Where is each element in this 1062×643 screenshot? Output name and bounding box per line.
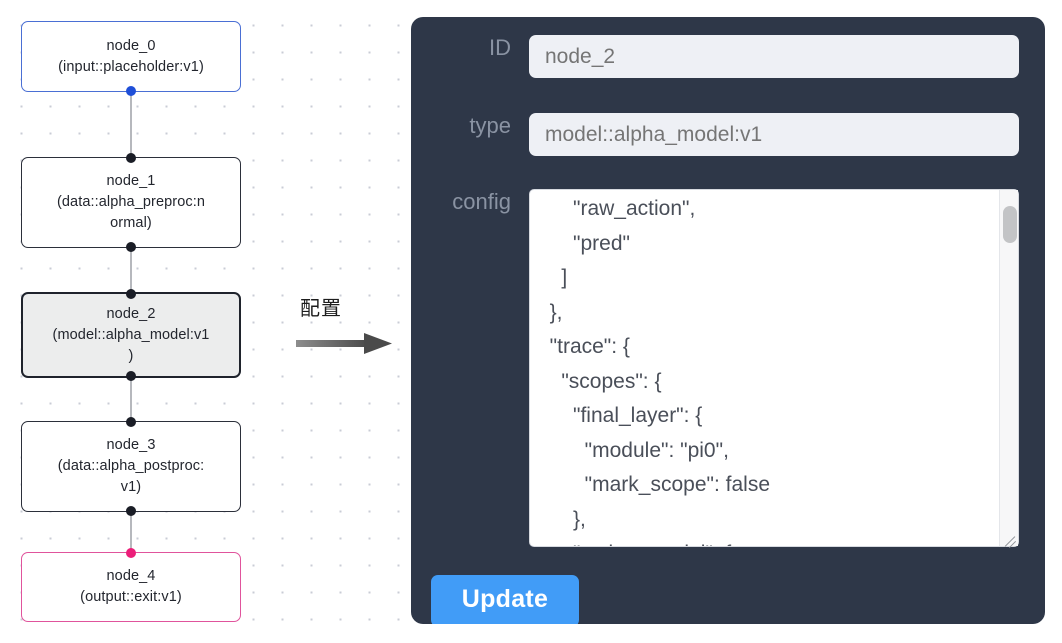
edge-node2-node3	[130, 378, 132, 420]
graph-node-node_1[interactable]: node_1 (data::alpha_preproc:n ormal)	[21, 153, 241, 252]
node-handle-top-icon[interactable]	[126, 417, 136, 427]
graph-node-label: node_4 (output::exit:v1)	[80, 568, 182, 605]
arrow-right-icon	[296, 333, 392, 354]
node-handle-bottom-icon[interactable]	[126, 86, 136, 96]
graph-node-label: node_1 (data::alpha_preproc:n ormal)	[56, 173, 206, 231]
id-input[interactable]	[529, 35, 1019, 78]
config-label: config	[452, 189, 511, 214]
field-row-id: ID	[431, 35, 1019, 78]
field-row-config: config "raw_action", "pred" ] }, "trace"…	[431, 189, 1019, 549]
node-handle-top-icon[interactable]	[126, 289, 136, 299]
annotation-config-arrow: 配置	[292, 296, 402, 366]
graph-node-node_4[interactable]: node_4 (output::exit:v1)	[21, 548, 241, 622]
edge-node0-node1	[130, 92, 132, 158]
node-handle-top-icon[interactable]	[126, 153, 136, 163]
type-input[interactable]	[529, 113, 1019, 156]
edge-node3-node4	[130, 512, 132, 552]
type-label: type	[469, 113, 511, 138]
graph-node-node_3[interactable]: node_3 (data::alpha_postproc: v1)	[21, 417, 241, 516]
graph-node-label: node_2 (model::alpha_model:v1 )	[52, 305, 210, 364]
config-scrollbar-thumb[interactable]	[1003, 206, 1017, 243]
node-config-panel: ID type config "raw_action", "pred" ] },…	[411, 17, 1045, 624]
update-button[interactable]: Update	[431, 575, 579, 624]
node-handle-bottom-icon[interactable]	[126, 371, 136, 381]
node-handle-bottom-icon[interactable]	[126, 242, 136, 252]
node-handle-top-icon[interactable]	[126, 548, 136, 558]
edge-node1-node2	[130, 247, 132, 293]
graph-node-node_2[interactable]: node_2 (model::alpha_model:v1 )	[21, 289, 241, 381]
config-scrollbar[interactable]	[999, 190, 1018, 546]
config-textarea-wrap: "raw_action", "pred" ] }, "trace": { "sc…	[529, 189, 1019, 549]
graph-node-label: node_0 (input::placeholder:v1)	[58, 37, 204, 75]
graph-node-node_0[interactable]: node_0 (input::placeholder:v1)	[21, 21, 241, 96]
field-row-type: type	[431, 113, 1019, 156]
id-label: ID	[489, 35, 511, 60]
annotation-label: 配置	[300, 298, 342, 320]
config-textarea[interactable]: "raw_action", "pred" ] }, "trace": { "sc…	[529, 189, 1019, 547]
node-handle-bottom-icon[interactable]	[126, 506, 136, 516]
graph-node-label: node_3 (data::alpha_postproc: v1)	[57, 437, 205, 495]
